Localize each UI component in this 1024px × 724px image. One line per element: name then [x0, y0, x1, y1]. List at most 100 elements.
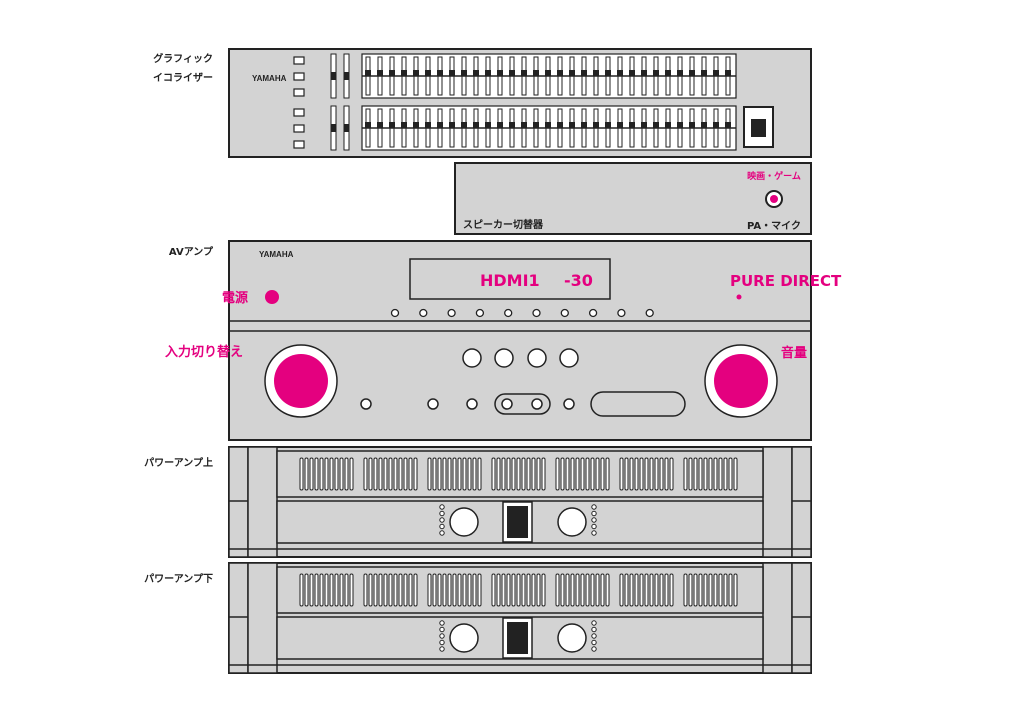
- av-small-button[interactable]: [427, 398, 439, 410]
- av-preset-button[interactable]: [390, 308, 400, 318]
- eq-band-slider-knob[interactable]: [461, 122, 467, 128]
- gain-knob-right[interactable]: [557, 623, 587, 653]
- av-preset-button[interactable]: [588, 308, 598, 318]
- av-preset-button[interactable]: [504, 308, 513, 318]
- eq-band-slider-knob[interactable]: [605, 70, 611, 76]
- eq-band-slider-knob[interactable]: [509, 70, 515, 76]
- eq-band-slider-knob[interactable]: [557, 70, 563, 76]
- eq-band-slider-knob[interactable]: [713, 70, 719, 76]
- eq-band-slider-knob[interactable]: [677, 70, 683, 76]
- power-amplifier-lower: [228, 562, 812, 674]
- eq-band-slider-knob[interactable]: [545, 122, 551, 128]
- eq-channel-button[interactable]: [293, 108, 305, 117]
- eq-channel-button[interactable]: [293, 140, 305, 149]
- eq-band-slider-knob[interactable]: [497, 122, 503, 128]
- eq-band-slider-knob[interactable]: [401, 70, 407, 76]
- eq-band-slider-knob[interactable]: [521, 122, 527, 128]
- eq-band-slider-knob[interactable]: [485, 70, 491, 76]
- av-preset-button[interactable]: [532, 308, 541, 318]
- eq-level-slot-knob[interactable]: [344, 124, 349, 132]
- eq-band-slider-knob[interactable]: [413, 122, 419, 128]
- eq-band-slider-knob[interactable]: [593, 70, 599, 76]
- av-preset-button[interactable]: [447, 308, 456, 318]
- av-preset-button[interactable]: [617, 308, 626, 318]
- av-preset-button[interactable]: [560, 308, 569, 318]
- eq-band-slider-knob[interactable]: [665, 70, 671, 76]
- eq-channel-button[interactable]: [293, 88, 305, 97]
- eq-band-slider-knob[interactable]: [545, 70, 551, 76]
- av-small-button[interactable]: [466, 398, 478, 410]
- eq-level-slot-knob[interactable]: [344, 72, 349, 80]
- eq-band-slider-knob[interactable]: [725, 122, 731, 128]
- eq-level-slot-knob[interactable]: [331, 72, 336, 80]
- av-small-button[interactable]: [563, 398, 575, 410]
- eq-band-slider-knob[interactable]: [377, 122, 383, 128]
- eq-band-slider-knob[interactable]: [725, 70, 731, 76]
- eq-band-slider-knob[interactable]: [473, 122, 479, 128]
- eq-band-slider-knob[interactable]: [533, 70, 539, 76]
- eq-band-slider-knob[interactable]: [617, 122, 623, 128]
- eq-band-slider-knob[interactable]: [509, 122, 515, 128]
- eq-band-slider-knob[interactable]: [389, 70, 395, 76]
- eq-band-slider-knob[interactable]: [677, 122, 683, 128]
- eq-band-slider-knob[interactable]: [533, 122, 539, 128]
- eq-band-slider-knob[interactable]: [521, 70, 527, 76]
- eq-band-slider-knob[interactable]: [617, 70, 623, 76]
- eq-band-slider-knob[interactable]: [461, 70, 467, 76]
- gain-knob-left[interactable]: [449, 623, 479, 653]
- pure-direct-button[interactable]: [736, 294, 742, 300]
- eq-band-slider-knob[interactable]: [581, 122, 587, 128]
- eq-band-slider-knob[interactable]: [557, 122, 563, 128]
- eq-band-slider-knob[interactable]: [485, 122, 491, 128]
- jack-icon[interactable]: [531, 398, 543, 410]
- av-tone-knob[interactable]: [527, 348, 547, 368]
- av-preset-button[interactable]: [419, 308, 428, 318]
- eq-band-slider-knob[interactable]: [401, 122, 407, 128]
- eq-band-slider-knob[interactable]: [629, 122, 635, 128]
- eq-band-slider-knob[interactable]: [425, 122, 431, 128]
- eq-band-slider-knob[interactable]: [641, 70, 647, 76]
- vent-slot: [398, 457, 403, 491]
- av-tone-knob[interactable]: [559, 348, 579, 368]
- gain-knob-left[interactable]: [449, 507, 479, 537]
- eq-band-slider-knob[interactable]: [581, 70, 587, 76]
- eq-band-slider-knob[interactable]: [569, 70, 575, 76]
- eq-band-slider-knob[interactable]: [365, 70, 371, 76]
- eq-band-slider-knob[interactable]: [629, 70, 635, 76]
- av-tone-knob[interactable]: [462, 348, 482, 368]
- eq-band-slider-knob[interactable]: [437, 70, 443, 76]
- eq-band-slider-knob[interactable]: [701, 122, 707, 128]
- eq-band-slider-knob[interactable]: [641, 122, 647, 128]
- eq-band-slider-knob[interactable]: [425, 70, 431, 76]
- power-button-icon[interactable]: [265, 290, 279, 304]
- eq-band-slider-knob[interactable]: [365, 122, 371, 128]
- eq-band-slider-knob[interactable]: [473, 70, 479, 76]
- av-preset-button[interactable]: [645, 308, 654, 318]
- eq-band-slider-knob[interactable]: [437, 122, 443, 128]
- eq-band-slider-knob[interactable]: [497, 70, 503, 76]
- eq-band-slider-knob[interactable]: [449, 122, 455, 128]
- eq-band-slider-knob[interactable]: [593, 122, 599, 128]
- eq-band-slider-knob[interactable]: [449, 70, 455, 76]
- eq-channel-button[interactable]: [293, 56, 305, 65]
- av-preset-button[interactable]: [475, 308, 485, 318]
- eq-band-slider-knob[interactable]: [389, 122, 395, 128]
- eq-channel-button[interactable]: [293, 124, 305, 133]
- eq-band-slider-knob[interactable]: [701, 70, 707, 76]
- eq-band-slider-knob[interactable]: [689, 70, 695, 76]
- eq-band-slider-knob[interactable]: [665, 122, 671, 128]
- eq-band-slider-knob[interactable]: [605, 122, 611, 128]
- eq-channel-button[interactable]: [293, 72, 305, 81]
- eq-level-slot-knob[interactable]: [331, 124, 336, 132]
- eq-band-slider-knob[interactable]: [653, 70, 659, 76]
- eq-band-slider-knob[interactable]: [689, 122, 695, 128]
- eq-band-slider-knob[interactable]: [569, 122, 575, 128]
- jack-icon[interactable]: [501, 398, 513, 410]
- eq-band-slider-knob[interactable]: [377, 70, 383, 76]
- av-tone-knob[interactable]: [494, 348, 514, 368]
- eq-band-slider-knob[interactable]: [713, 122, 719, 128]
- gain-knob-right[interactable]: [557, 507, 587, 537]
- av-small-button[interactable]: [360, 398, 372, 410]
- eq-band-slider-knob[interactable]: [653, 122, 659, 128]
- eq-band-slider-knob[interactable]: [413, 70, 419, 76]
